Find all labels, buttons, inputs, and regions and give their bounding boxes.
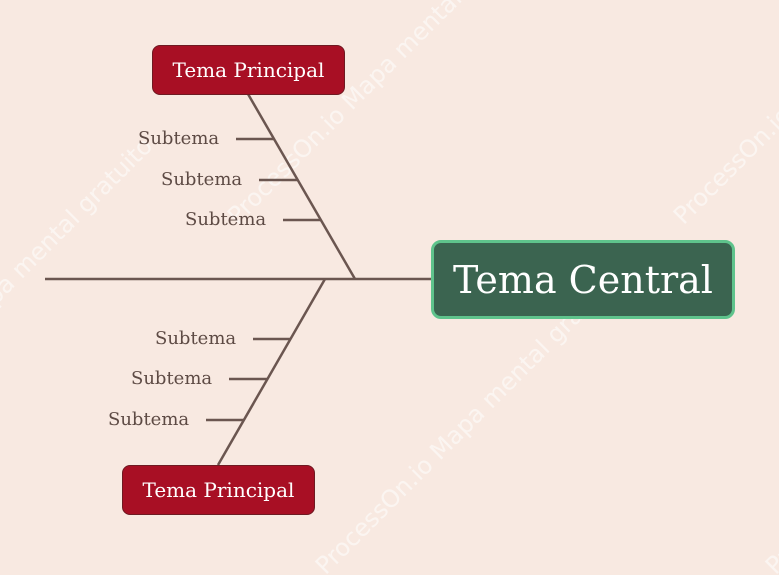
bone-upper — [246, 93, 357, 280]
subtopic-label[interactable]: Subtema — [155, 328, 237, 349]
subtopic-label[interactable]: Subtema — [185, 209, 267, 230]
main-topic-label: Tema Principal — [172, 58, 325, 82]
central-topic-label: Tema Central — [453, 257, 713, 302]
main-topic-node-top[interactable]: Tema Principal — [152, 45, 345, 95]
main-topic-label: Tema Principal — [142, 478, 295, 502]
subtopic-label[interactable]: Subtema — [131, 368, 213, 389]
central-topic-node[interactable]: Tema Central — [431, 240, 735, 319]
main-topic-node-bottom[interactable]: Tema Principal — [122, 465, 315, 515]
subtopic-label[interactable]: Subtema — [108, 409, 190, 430]
subtopic-label[interactable]: Subtema — [138, 128, 220, 149]
bone-lower — [216, 278, 327, 466]
subtopic-label[interactable]: Subtema — [161, 169, 243, 190]
